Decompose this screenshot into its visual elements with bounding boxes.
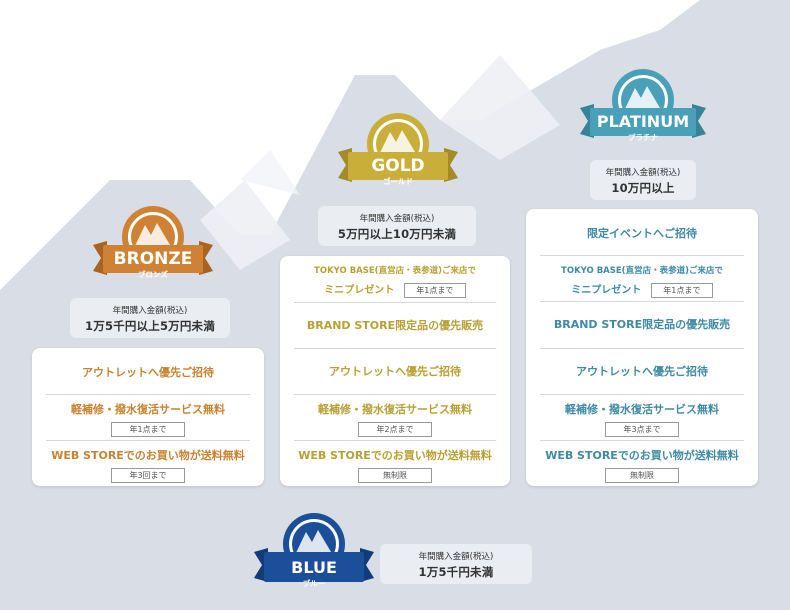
platinum-benefit-6-tag: 無制限 xyxy=(605,468,679,483)
platinum-benefit-2: TOKYO BASE(直営店・表参道)ご来店で ミニプレゼント 年1点まで xyxy=(540,255,744,298)
platinum-req-label: 年間購入金額(税込) xyxy=(605,168,681,178)
gold-benefit-2: BRAND STORE限定品の優先販売 xyxy=(294,302,496,333)
bronze-requirement: 年間購入金額(税込) 1万5千円以上5万円未満 xyxy=(70,298,230,338)
bronze-benefit-2-tag: 年1点まで xyxy=(111,422,185,437)
bronze-req-value: 1万5千円以上5万円未満 xyxy=(85,319,215,333)
gold-benefit-5: WEB STOREでのお買い物が送料無料 無制限 xyxy=(294,440,496,483)
platinum-badge: PLATINUM プラチナ xyxy=(580,68,706,148)
blue-badge: BLUE ブルー xyxy=(254,512,374,596)
bronze-benefit-1: アウトレットへ優先ご招待 xyxy=(82,366,214,379)
bronze-req-label: 年間購入金額(税込) xyxy=(112,306,188,316)
bronze-badge: BRONZE ブロンズ xyxy=(93,205,213,285)
platinum-benefit-3: BRAND STORE限定品の優先販売 xyxy=(540,301,744,332)
platinum-benefit-5-tag: 年3点まで xyxy=(605,422,679,437)
platinum-requirement: 年間購入金額(税込) 10万円以上 xyxy=(590,160,696,200)
gold-requirement: 年間購入金額(税込) 5万円以上10万円未満 xyxy=(318,206,476,246)
platinum-benefit-5: 軽補修・撥水復活サービス無料 年3点まで xyxy=(540,394,744,437)
gold-name: GOLD xyxy=(371,156,425,176)
bronze-name: BRONZE xyxy=(113,249,193,269)
gold-req-label: 年間購入金額(税込) xyxy=(359,214,435,224)
platinum-benefit-2-tag: 年1点まで xyxy=(650,283,713,298)
bronze-kana: ブロンズ xyxy=(138,270,168,279)
platinum-benefits-card: 限定イベントへご招待 TOKYO BASE(直営店・表参道)ご来店で ミニプレゼ… xyxy=(526,209,758,486)
gold-benefit-3: アウトレットへ優先ご招待 xyxy=(294,348,496,379)
gold-badge: GOLD ゴールド xyxy=(338,112,458,192)
gold-benefit-4: 軽補修・撥水復活サービス無料 年2点まで xyxy=(294,394,496,437)
platinum-benefit-6: WEB STOREでのお買い物が送料無料 無制限 xyxy=(540,440,744,483)
platinum-benefit-1: 限定イベントへご招待 xyxy=(587,227,697,240)
gold-benefit-4-tag: 年2点まで xyxy=(358,422,432,437)
blue-kana: ブルー xyxy=(302,579,326,588)
bronze-benefit-3: WEB STOREでのお買い物が送料無料 年3回まで xyxy=(46,440,250,483)
bronze-benefit-2: 軽補修・撥水復活サービス無料 年1点まで xyxy=(46,394,250,437)
gold-req-value: 5万円以上10万円未満 xyxy=(337,227,457,241)
gold-benefit-1-tag: 年1点まで xyxy=(403,283,466,298)
bronze-benefit-3-tag: 年3回まで xyxy=(111,468,185,483)
gold-benefit-1: TOKYO BASE(直営店・表参道)ご来店で ミニプレゼント 年1点まで xyxy=(314,266,476,298)
blue-name: BLUE xyxy=(291,558,337,577)
platinum-kana: プラチナ xyxy=(628,133,658,142)
blue-req-label: 年間購入金額(税込) xyxy=(418,552,494,562)
gold-kana: ゴールド xyxy=(383,177,413,186)
bronze-benefits-card: アウトレットへ優先ご招待 軽補修・撥水復活サービス無料 年1点まで WEB ST… xyxy=(32,348,264,486)
platinum-benefit-4: アウトレットへ優先ご招待 xyxy=(540,348,744,379)
blue-req-value: 1万5千円未満 xyxy=(418,565,494,579)
platinum-name: PLATINUM xyxy=(596,112,690,131)
platinum-req-value: 10万円以上 xyxy=(611,181,675,195)
gold-benefits-card: TOKYO BASE(直営店・表参道)ご来店で ミニプレゼント 年1点まで BR… xyxy=(280,256,510,486)
blue-requirement: 年間購入金額(税込) 1万5千円未満 xyxy=(380,544,532,584)
gold-benefit-5-tag: 無制限 xyxy=(358,468,432,483)
